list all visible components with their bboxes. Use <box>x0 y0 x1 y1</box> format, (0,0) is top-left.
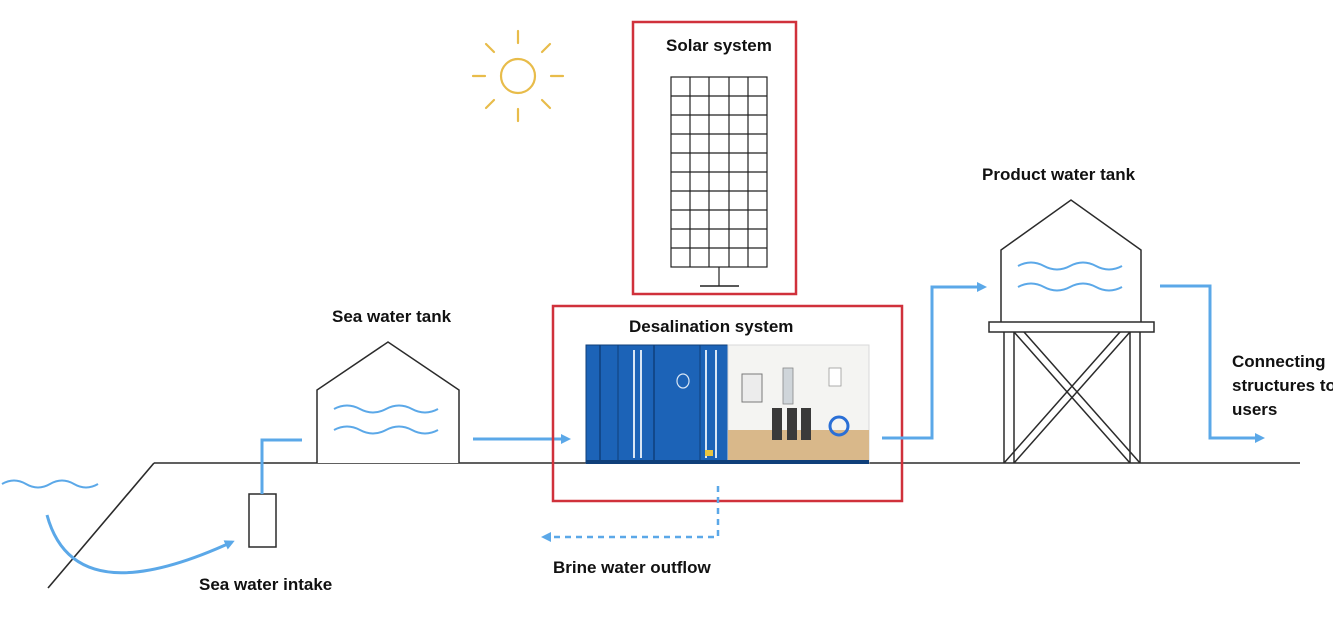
sea-water-tank-icon <box>316 341 460 463</box>
container-icon <box>585 344 870 464</box>
label-solar-system: Solar system <box>666 36 772 55</box>
intake-to-tank-pipe <box>260 438 302 494</box>
desalination-to-product-arrow <box>882 282 987 440</box>
label-sea-water-intake: Sea water intake <box>199 575 333 594</box>
sun-icon <box>471 29 565 123</box>
solar-panel-icon <box>670 76 768 287</box>
sea-wave <box>1 479 99 489</box>
label-connecting-structures: Connecting structures to users <box>1232 352 1333 419</box>
intake-pipe-icon <box>248 493 277 548</box>
solar-system-box <box>631 20 798 296</box>
label-product-water-tank: Product water tank <box>982 165 1136 184</box>
label-brine-water-outflow: Brine water outflow <box>553 558 711 577</box>
water-tower-icon <box>988 199 1155 464</box>
brine-outflow-arrow <box>541 486 720 542</box>
label-desalination-system: Desalination system <box>629 317 794 336</box>
label-sea-water-tank: Sea water tank <box>332 307 452 326</box>
desalination-system-box <box>551 304 904 503</box>
intake-flow-arrow <box>45 514 235 575</box>
product-to-users-arrow <box>1160 284 1265 443</box>
